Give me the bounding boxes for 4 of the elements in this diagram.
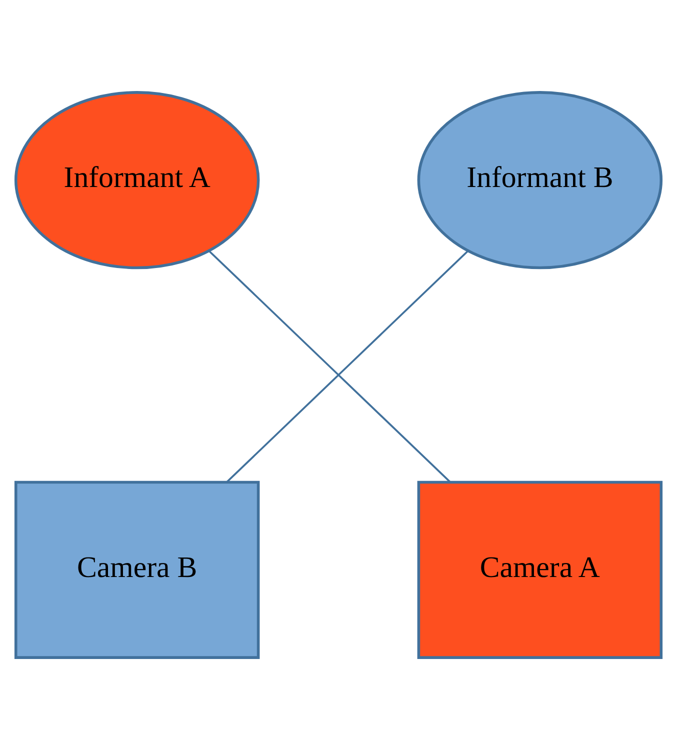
- node-ellipse: Informant A: [14, 90, 260, 269]
- node-ellipse: Informant B: [417, 90, 663, 269]
- node-box: Camera B: [14, 480, 260, 658]
- node-box: Camera A: [417, 480, 663, 658]
